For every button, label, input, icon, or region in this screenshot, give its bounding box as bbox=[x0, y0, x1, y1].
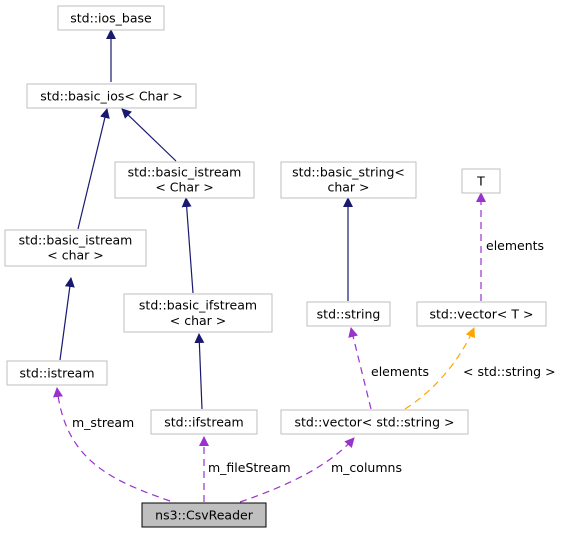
node-vector-string[interactable]: std::vector< std::string > bbox=[280, 409, 469, 435]
edge-basic-istream-char-to-basic-ios bbox=[77, 108, 110, 230]
node-basic-ifstream-line2: < char > bbox=[170, 313, 227, 328]
node-basic-ifstream-line1: std::basic_ifstream bbox=[139, 298, 257, 313]
edge-vector-string-elements bbox=[348, 327, 372, 410]
node-basic-istream-Char[interactable]: std::basic_istream < Char > bbox=[114, 161, 255, 199]
node-ios-base[interactable]: std::ios_base bbox=[57, 5, 165, 31]
node-vector-T-label: std::vector< T > bbox=[430, 307, 534, 322]
nodes: std::ios_base std::basic_ios< Char > std… bbox=[4, 5, 547, 528]
node-istream-label: std::istream bbox=[19, 366, 94, 381]
node-ifstream[interactable]: std::ifstream bbox=[150, 409, 258, 435]
node-T-label: T bbox=[476, 174, 485, 189]
edge-label-m-filestream: m_fileStream bbox=[208, 460, 291, 475]
node-csv-reader-label: ns3::CsvReader bbox=[155, 508, 254, 523]
edge-ifstream-to-basic-ifstream bbox=[194, 333, 205, 410]
node-ifstream-label: std::ifstream bbox=[164, 415, 243, 430]
node-basic-ifstream[interactable]: std::basic_ifstream < char > bbox=[123, 293, 273, 333]
node-basic-string-line1: std::basic_string< bbox=[292, 165, 405, 180]
node-vector-T[interactable]: std::vector< T > bbox=[416, 301, 547, 327]
edge-label-template-arg: < std::string > bbox=[463, 364, 556, 379]
node-ios-base-label: std::ios_base bbox=[70, 11, 152, 26]
node-T[interactable]: T bbox=[461, 168, 501, 194]
edge-csvreader-m-columns bbox=[239, 437, 355, 503]
node-basic-ios[interactable]: std::basic_ios< Char > bbox=[26, 83, 197, 109]
node-basic-istream-Char-line1: std::basic_istream bbox=[128, 165, 242, 180]
node-csv-reader[interactable]: ns3::CsvReader bbox=[141, 502, 267, 528]
node-basic-istream-Char-line2: < Char > bbox=[155, 180, 213, 195]
node-istream[interactable]: std::istream bbox=[6, 360, 108, 386]
edge-label-m-columns: m_columns bbox=[331, 460, 402, 475]
node-basic-string-line2: char > bbox=[327, 180, 369, 195]
edges bbox=[53, 29, 486, 503]
edge-labels: m_stream m_fileStream m_columns elements… bbox=[72, 238, 556, 475]
node-string[interactable]: std::string bbox=[306, 301, 391, 327]
edge-vector-string-template bbox=[404, 327, 475, 410]
edge-label-elements-T: elements bbox=[486, 238, 544, 253]
node-basic-istream-char-line2: < char > bbox=[47, 248, 104, 263]
edge-label-elements-string: elements bbox=[371, 364, 429, 379]
node-string-label: std::string bbox=[317, 307, 381, 322]
node-basic-istream-char-line1: std::basic_istream bbox=[19, 233, 133, 248]
edge-istream-to-basic-istream-char bbox=[59, 277, 75, 361]
node-basic-istream-char[interactable]: std::basic_istream < char > bbox=[4, 229, 147, 267]
node-basic-ios-label: std::basic_ios< Char > bbox=[40, 89, 182, 104]
node-vector-string-label: std::vector< std::string > bbox=[295, 415, 455, 430]
edge-basic-istream-Char-to-basic-ios bbox=[121, 108, 177, 162]
node-basic-string[interactable]: std::basic_string< char > bbox=[280, 161, 417, 199]
edge-csvreader-m-stream bbox=[53, 387, 171, 502]
edge-label-m-stream: m_stream bbox=[72, 415, 134, 430]
edge-basic-ifstream-to-basic-istream-Char bbox=[181, 197, 194, 294]
